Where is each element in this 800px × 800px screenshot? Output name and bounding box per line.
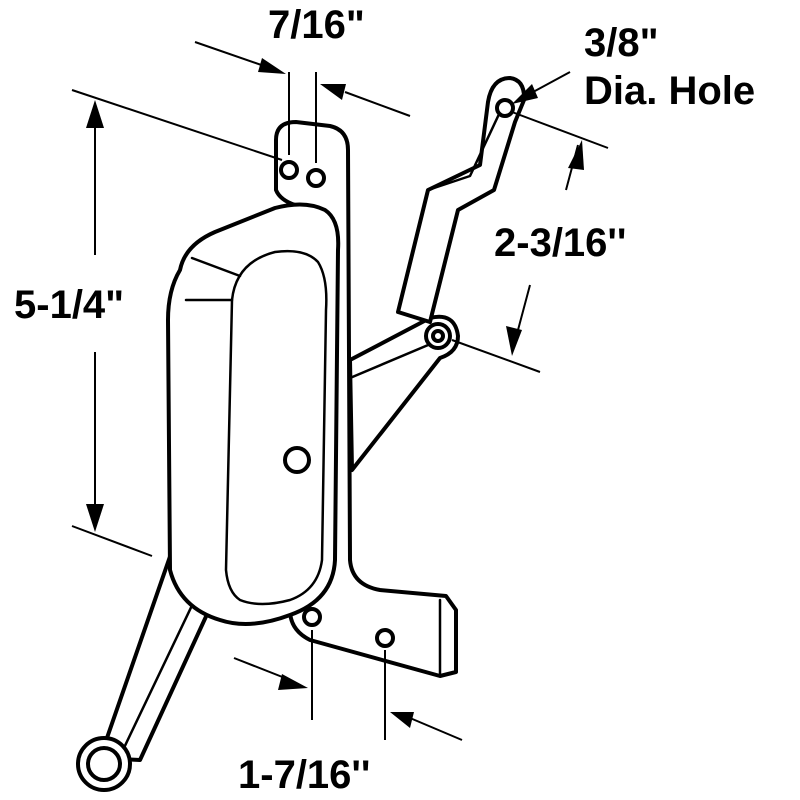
dimension-lines: [71, 41, 609, 741]
hole-spacing-bottom-label: 1-7/16'': [238, 753, 370, 797]
mounting-hole-top-right: [306, 168, 326, 188]
mounting-hole-top-left: [279, 160, 299, 180]
body-height-label: 5-1/4": [14, 283, 124, 327]
mounting-hole-bottom-left: [302, 607, 322, 627]
hole-spacing-top-label: 7/16": [268, 3, 365, 47]
arm-end-hole: [495, 98, 515, 118]
spindle-hole: [283, 446, 311, 474]
hole-diameter-note: Dia. Hole: [584, 69, 755, 113]
hole-diameter-label: 3/8": [584, 21, 659, 65]
operator-arms: [348, 76, 527, 472]
arm-length-label: 2-3/16'': [494, 221, 626, 265]
mounting-hole-bottom-right: [375, 628, 395, 648]
operator-body: [166, 120, 458, 678]
